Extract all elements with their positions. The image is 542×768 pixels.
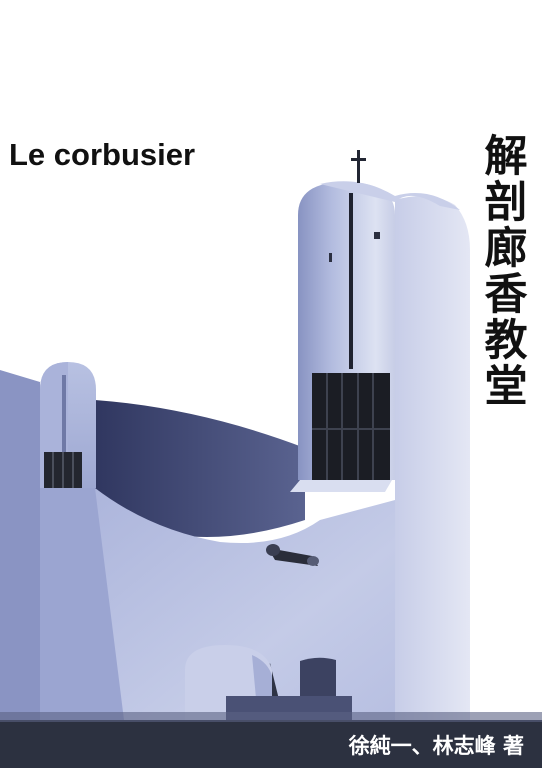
roof — [95, 400, 305, 538]
tower-slit — [349, 193, 353, 369]
cross-icon — [351, 150, 366, 183]
left-wall — [0, 370, 40, 768]
tower-opening-small — [374, 232, 380, 239]
footer-band — [0, 720, 542, 768]
small-tower-slot — [62, 375, 66, 452]
tall-tower-top — [320, 181, 460, 210]
tower-window-bars — [312, 373, 390, 481]
footer-shadow — [0, 712, 542, 722]
authors-line: 徐純一、林志峰 著 — [348, 733, 524, 758]
small-tower-window-bars — [52, 452, 74, 488]
tower-side — [395, 196, 470, 720]
chinese-title: 解剖廊香教堂 — [477, 133, 527, 409]
english-title: Le corbusier — [9, 137, 196, 172]
tower-ledge — [290, 480, 392, 492]
wall-shadow — [40, 488, 130, 768]
tower-window — [312, 373, 390, 481]
tower-opening-dot — [329, 253, 332, 262]
gargoyle — [266, 544, 319, 566]
